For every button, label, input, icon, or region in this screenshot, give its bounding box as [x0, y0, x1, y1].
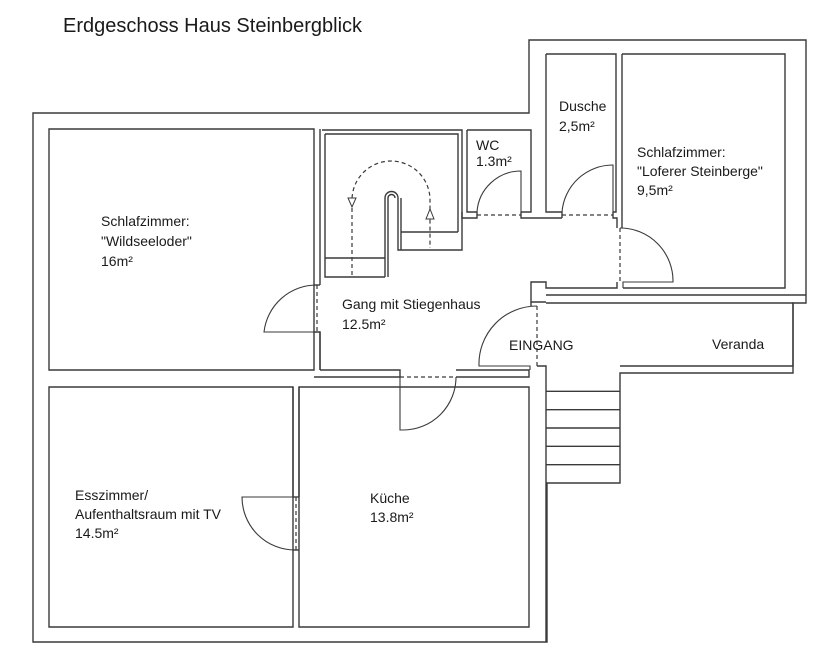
exterior-stairs	[546, 390, 620, 466]
stair-arrow-up-icon	[425, 207, 435, 220]
label-eingang: EINGANG	[509, 337, 574, 353]
label-schlafzimmer-wildseeloder-area: 16m²	[101, 253, 133, 269]
label-kueche-area: 13.8m²	[370, 509, 414, 525]
label-esszimmer-area: 14.5m²	[75, 525, 119, 541]
label-esszimmer-2: Aufenthaltsraum mit TV	[75, 506, 222, 522]
label-schlafzimmer-loferer-1: Schlafzimmer:	[637, 144, 726, 160]
room-esszimmer-kueche-walls	[241, 386, 530, 628]
label-gang: Gang mit Stiegenhaus	[342, 296, 481, 312]
outer-walls	[32, 39, 807, 643]
stairwell	[322, 129, 463, 278]
label-wc: WC	[476, 137, 499, 153]
label-esszimmer-1: Esszimmer/	[75, 487, 148, 503]
gang-walls	[263, 284, 530, 431]
label-kueche: Küche	[370, 490, 410, 506]
label-schlafzimmer-loferer-2: "Loferer Steinberge"	[637, 163, 763, 179]
label-dusche: Dusche	[559, 98, 607, 114]
label-veranda: Veranda	[712, 336, 764, 352]
label-dusche-area: 2,5m²	[559, 118, 595, 134]
room-dusche	[545, 53, 618, 228]
stair-arrow-down-icon	[347, 197, 357, 209]
label-wc-area: 1.3m²	[476, 153, 512, 169]
label-schlafzimmer-wildseeloder-1: Schlafzimmer:	[101, 213, 190, 229]
plan-title: Erdgeschoss Haus Steinbergblick	[63, 15, 363, 37]
eingang-veranda	[478, 302, 794, 642]
room-wc	[461, 129, 562, 219]
label-schlafzimmer-loferer-area: 9,5m²	[637, 182, 673, 198]
label-schlafzimmer-wildseeloder-2: "Wildseeloder"	[101, 233, 192, 249]
label-gang-area: 12.5m²	[342, 316, 386, 332]
